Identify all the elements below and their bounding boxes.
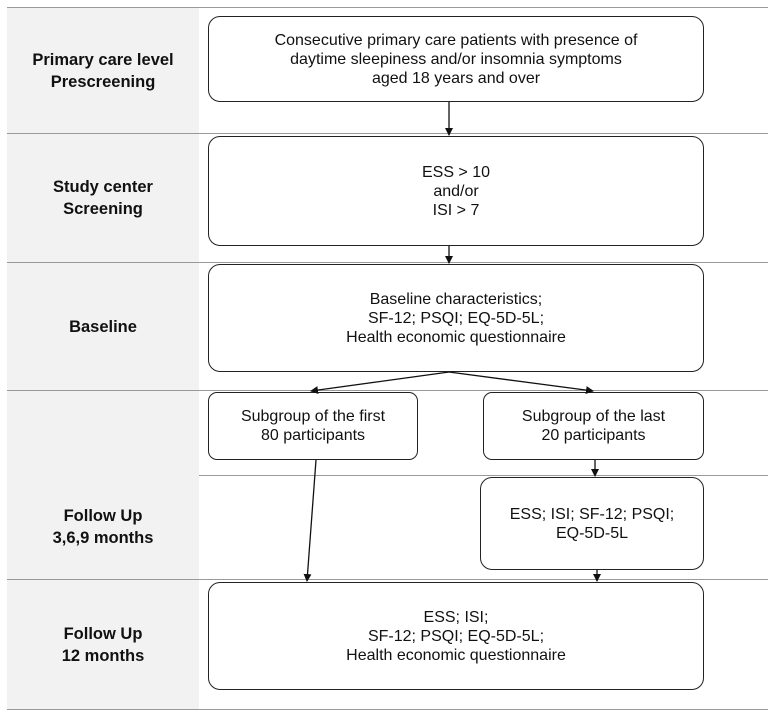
separator-line bbox=[7, 262, 768, 263]
stage-label-prescreening: Primary care level Prescreening bbox=[32, 50, 174, 91]
separator-line bbox=[7, 579, 768, 580]
separator-line bbox=[7, 390, 768, 391]
box-subgroup-last: Subgroup of the last 20 participants bbox=[483, 392, 704, 460]
stage-label-followup-12: Follow Up 12 months bbox=[61, 624, 145, 665]
arrow-baseline-to-first bbox=[310, 371, 450, 395]
box-screening: ESS > 10 and/or ISI > 7 bbox=[208, 136, 704, 246]
separator-line bbox=[7, 133, 768, 134]
arrow-first-to-followup-12 bbox=[303, 459, 317, 582]
box-subgroup-first: Subgroup of the first 80 participants bbox=[208, 392, 418, 460]
separator-line bbox=[7, 709, 768, 710]
box-baseline: Baseline characteristics; SF-12; PSQI; E… bbox=[208, 264, 704, 372]
separator-line bbox=[199, 475, 768, 476]
arrow-baseline-to-last bbox=[448, 371, 594, 395]
box-followup-12: ESS; ISI; SF-12; PSQI; EQ-5D-5L; Health … bbox=[208, 582, 704, 690]
stage-label-baseline: Baseline bbox=[69, 317, 137, 336]
box-prescreening: Consecutive primary care patients with p… bbox=[208, 16, 704, 102]
stage-label-screening: Study center Screening bbox=[53, 178, 153, 218]
stage-label-followup-369: Follow Up 3,6,9 months bbox=[52, 507, 154, 547]
box-followup-369: ESS; ISI; SF-12; PSQI; EQ-5D-5L bbox=[480, 477, 704, 570]
stage-column-background bbox=[7, 7, 199, 710]
separator-line bbox=[7, 7, 768, 8]
